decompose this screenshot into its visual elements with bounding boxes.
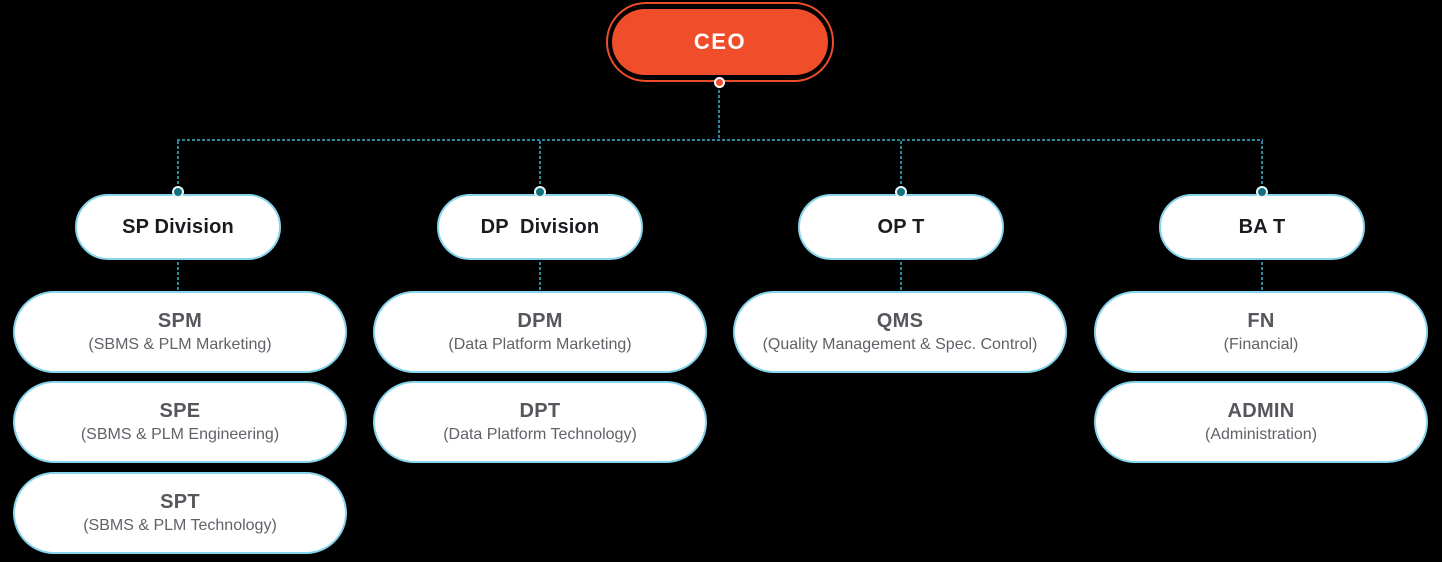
node-ba-t: BA T [1159, 194, 1365, 260]
node-spm-desc: (SBMS & PLM Marketing) [88, 336, 272, 353]
node-spe-code: SPE [159, 400, 201, 422]
node-qms: QMS (Quality Management & Spec. Control) [733, 291, 1067, 373]
node-sp-division: SP Division [75, 194, 281, 260]
node-fn: FN (Financial) [1094, 291, 1428, 373]
dp-division-dot [534, 186, 546, 198]
node-qms-desc: (Quality Management & Spec. Control) [762, 336, 1038, 353]
node-op-t: OP T [798, 194, 1004, 260]
ceo-label: CEO [693, 29, 747, 54]
connector-sp-division-drop [177, 141, 179, 188]
ceo-connector-dot [714, 77, 725, 88]
node-spt-desc: (SBMS & PLM Technology) [83, 517, 277, 534]
node-dpm-code: DPM [517, 310, 563, 332]
node-sp-division-label: SP Division [122, 215, 234, 238]
sp-division-dot [172, 186, 184, 198]
op-t-dot [895, 186, 907, 198]
connector-ba-t-drop [1261, 141, 1263, 188]
node-spe-desc: (SBMS & PLM Engineering) [80, 426, 280, 443]
node-dpm-desc: (Data Platform Marketing) [448, 336, 632, 353]
node-spm-code: SPM [157, 310, 203, 332]
connector-dp-division-drop [539, 141, 541, 188]
connector-op-t-to-units [900, 262, 902, 290]
connector-horizontal-main [177, 139, 1263, 141]
node-spe: SPE (SBMS & PLM Engineering) [13, 381, 347, 463]
connector-dp-division-to-units [539, 262, 541, 290]
ceo-node: CEO [612, 9, 828, 75]
ceo-node-ring: CEO [606, 2, 834, 82]
node-qms-code: QMS [876, 310, 924, 332]
ba-t-dot [1256, 186, 1268, 198]
node-fn-code: FN [1247, 310, 1275, 332]
node-admin: ADMIN (Administration) [1094, 381, 1428, 463]
node-spt: SPT (SBMS & PLM Technology) [13, 472, 347, 554]
connector-sp-division-to-units [177, 262, 179, 290]
node-op-t-label: OP T [877, 215, 925, 238]
node-admin-desc: (Administration) [1204, 426, 1318, 443]
node-fn-desc: (Financial) [1223, 336, 1299, 353]
node-dp-division-label: DP Division [480, 215, 600, 238]
node-dpt: DPT (Data Platform Technology) [373, 381, 707, 463]
connector-ceo-vertical [718, 90, 720, 140]
node-dpm: DPM (Data Platform Marketing) [373, 291, 707, 373]
connector-op-t-drop [900, 141, 902, 188]
node-admin-code: ADMIN [1227, 400, 1295, 422]
connector-ba-t-to-units [1261, 262, 1263, 290]
node-dpt-desc: (Data Platform Technology) [443, 426, 637, 443]
node-spm: SPM (SBMS & PLM Marketing) [13, 291, 347, 373]
node-spt-code: SPT [160, 491, 200, 513]
node-ba-t-label: BA T [1238, 215, 1286, 238]
node-dp-division: DP Division [437, 194, 643, 260]
node-dpt-code: DPT [519, 400, 561, 422]
